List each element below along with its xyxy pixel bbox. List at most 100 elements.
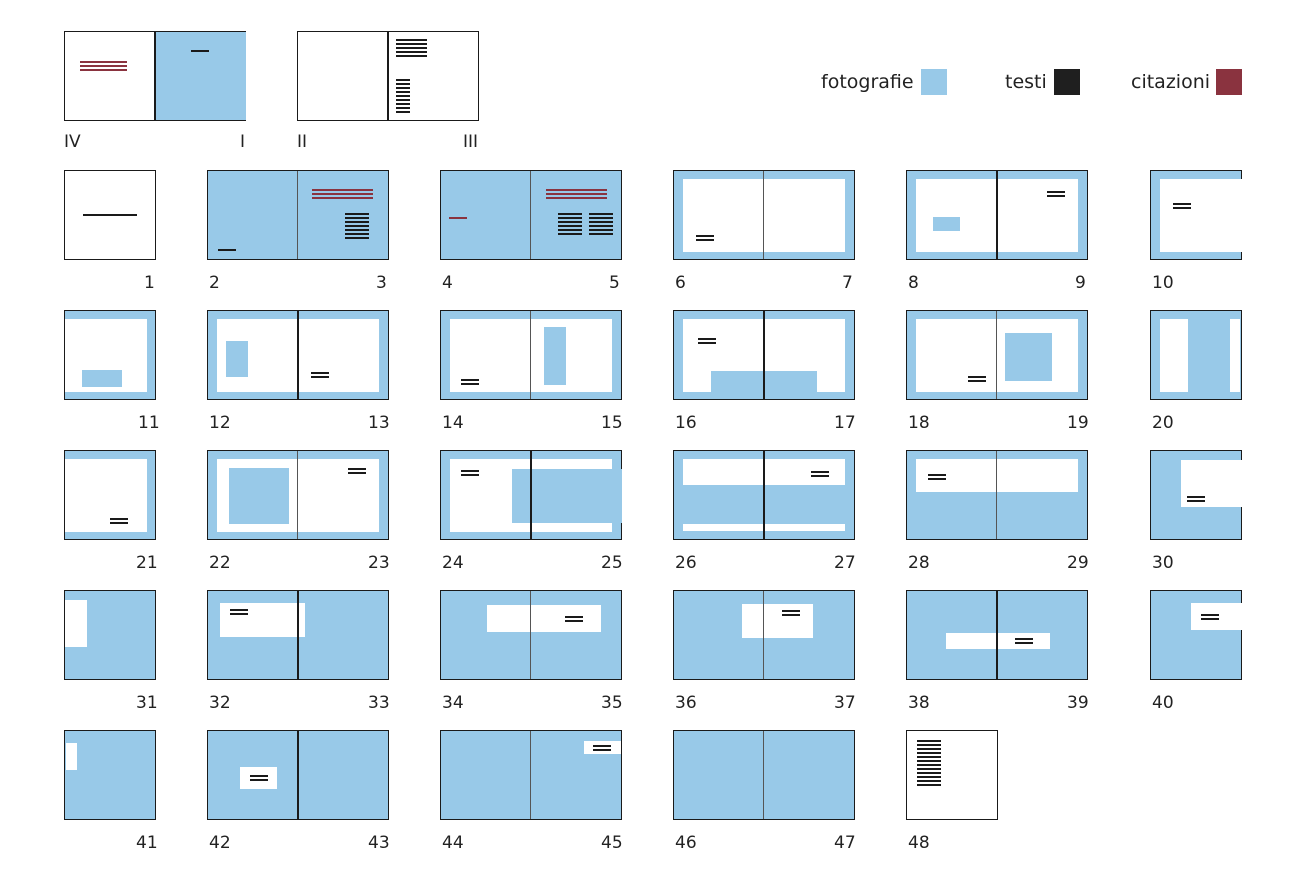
cover-spread-outer bbox=[64, 31, 246, 121]
page-number: 46 bbox=[675, 833, 697, 853]
text-line bbox=[1201, 618, 1219, 620]
page-number: 30 bbox=[1152, 553, 1174, 573]
quote-line bbox=[546, 193, 607, 195]
text-line bbox=[811, 475, 829, 477]
text-line bbox=[345, 225, 369, 227]
page-10 bbox=[1150, 170, 1243, 260]
spread-fold bbox=[387, 32, 389, 120]
page-number: 38 bbox=[908, 693, 930, 713]
page-number: 18 bbox=[908, 413, 930, 433]
text-line bbox=[396, 83, 410, 85]
text-line bbox=[917, 772, 941, 774]
text-line bbox=[110, 522, 128, 524]
text-line bbox=[589, 217, 613, 219]
text-area bbox=[450, 319, 612, 392]
page-number: 14 bbox=[442, 413, 464, 433]
quote-line bbox=[449, 217, 467, 219]
page-number: 5 bbox=[609, 273, 620, 293]
text-line bbox=[250, 775, 268, 777]
quote-line bbox=[312, 197, 373, 199]
spread-16-17 bbox=[673, 310, 855, 400]
page-number: 12 bbox=[209, 413, 231, 433]
text-line bbox=[396, 99, 410, 101]
spread-4-5 bbox=[440, 170, 622, 260]
page-21 bbox=[64, 450, 156, 540]
cover-spread-inner bbox=[297, 31, 479, 121]
page-number: 6 bbox=[675, 273, 686, 293]
text-area bbox=[946, 633, 1050, 649]
text-line bbox=[917, 752, 941, 754]
text-line bbox=[917, 764, 941, 766]
spread-fold bbox=[154, 32, 156, 120]
spread-fold bbox=[996, 591, 998, 679]
text-line bbox=[396, 91, 410, 93]
text-line bbox=[917, 740, 941, 742]
text-line bbox=[558, 213, 582, 215]
text-line bbox=[396, 111, 410, 113]
text-line bbox=[1047, 195, 1065, 197]
text-line bbox=[1173, 203, 1191, 205]
text-area bbox=[487, 605, 601, 632]
text-area bbox=[683, 179, 845, 252]
page-number: 23 bbox=[368, 553, 390, 573]
text-line bbox=[345, 237, 369, 239]
page-number: 48 bbox=[908, 833, 930, 853]
spread-42-43 bbox=[207, 730, 389, 820]
text-line bbox=[917, 748, 941, 750]
text-line bbox=[917, 784, 941, 786]
text-line bbox=[348, 472, 366, 474]
legend-texts-label: testi bbox=[1005, 71, 1047, 93]
text-line bbox=[345, 221, 369, 223]
text-line bbox=[968, 376, 986, 378]
quote-line bbox=[80, 61, 127, 63]
photo-block bbox=[933, 217, 960, 231]
page-31 bbox=[64, 590, 156, 680]
page-number: 19 bbox=[1067, 413, 1089, 433]
page-41 bbox=[64, 730, 156, 820]
spread-2-3 bbox=[207, 170, 389, 260]
text-area bbox=[66, 743, 77, 770]
text-area bbox=[65, 600, 87, 647]
spread-fold bbox=[530, 731, 531, 819]
text-line bbox=[345, 213, 369, 215]
text-line bbox=[461, 379, 479, 381]
page-number: 45 bbox=[601, 833, 623, 853]
page-11 bbox=[64, 310, 156, 400]
text-line bbox=[1015, 638, 1033, 640]
text-line bbox=[928, 474, 946, 476]
page-number: 34 bbox=[442, 693, 464, 713]
legend-quotes-swatch bbox=[1216, 69, 1242, 95]
spread-12-13 bbox=[207, 310, 389, 400]
text-area bbox=[1181, 460, 1242, 507]
text-line bbox=[345, 233, 369, 235]
spread-36-37 bbox=[673, 590, 855, 680]
text-line bbox=[396, 39, 427, 41]
text-line bbox=[565, 620, 583, 622]
text-line bbox=[589, 229, 613, 231]
legend-texts-swatch bbox=[1054, 69, 1080, 95]
text-line bbox=[558, 229, 582, 231]
text-line bbox=[461, 470, 479, 472]
spread-fold bbox=[763, 171, 764, 259]
text-line bbox=[917, 756, 941, 758]
photo-block bbox=[1005, 333, 1052, 381]
page-number: 26 bbox=[675, 553, 697, 573]
text-line bbox=[396, 103, 410, 105]
spread-fold bbox=[530, 311, 531, 399]
text-area bbox=[916, 319, 1078, 392]
spread-fold bbox=[530, 591, 531, 679]
spread-6-7 bbox=[673, 170, 855, 260]
text-area bbox=[1191, 603, 1242, 630]
page-number: 39 bbox=[1067, 693, 1089, 713]
spread-fold bbox=[297, 171, 298, 259]
text-line bbox=[218, 249, 236, 251]
spread-26-27 bbox=[673, 450, 855, 540]
text-line bbox=[110, 518, 128, 520]
text-line bbox=[1015, 642, 1033, 644]
page-number: 11 bbox=[138, 413, 160, 433]
text-line bbox=[345, 217, 369, 219]
text-line bbox=[396, 51, 427, 53]
text-line bbox=[589, 225, 613, 227]
page-number: 44 bbox=[442, 833, 464, 853]
